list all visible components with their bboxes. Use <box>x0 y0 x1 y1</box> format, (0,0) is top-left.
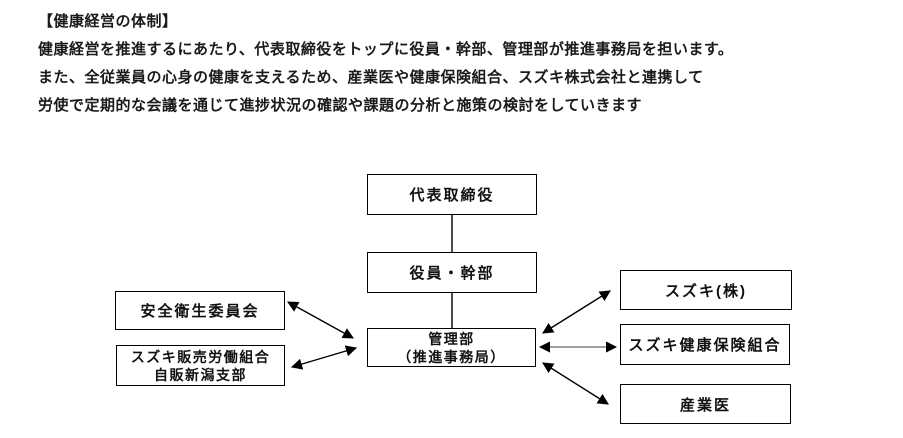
node-label-line: スズキ販売労働組合 <box>130 348 271 365</box>
node-label: スズキ(株) <box>665 282 747 300</box>
node-label: 代表取締役 <box>409 187 495 204</box>
node-label: 役員・幹部 <box>409 265 495 282</box>
header-text-line: 健康経営を推進するにあたり、代表取締役をトップに役員・幹部、管理部が推進事務局を… <box>38 41 734 58</box>
node-label: 安全衛生委員会 <box>140 303 260 320</box>
header-text-line: 労使で定期的な会議を通じて進捗状況の確認や課題の分析と施策の検討をしていきます <box>38 97 643 114</box>
header-block: 【健康経営の体制】 健康経営を推進するにあたり、代表取締役をトップに役員・幹部、… <box>38 8 733 120</box>
node-suzuki-corp: スズキ(株) <box>620 270 792 310</box>
arrow-kanri-suzuki <box>542 290 611 334</box>
arrow-kanri-sangyoi <box>542 362 609 405</box>
node-suzuki-health-insurance: スズキ健康保険組合 <box>620 324 790 365</box>
node-safety-health-committee: 安全衛生委員会 <box>115 291 285 330</box>
section-title: 【健康経営の体制】 <box>38 13 178 30</box>
node-label: 産業医 <box>679 396 731 414</box>
node-label-line: 自販新潟支部 <box>154 366 247 383</box>
arrow-kumiai-kanri <box>290 345 358 370</box>
node-officers-executives: 役員・幹部 <box>367 252 537 293</box>
node-label-line: 管理部 <box>428 330 475 347</box>
arrow-anzen-kanri <box>287 301 354 339</box>
header-text-line: また、全従業員の心身の健康を支えるため、産業医や健康保険組合、スズキ株式会社と連… <box>38 69 704 86</box>
node-label-line: （推進事務局） <box>397 348 506 365</box>
node-representative-director: 代表取締役 <box>367 174 537 215</box>
node-industrial-physician: 産業医 <box>620 384 791 424</box>
node-label: スズキ健康保険組合 <box>628 337 782 354</box>
node-admin-dept-secretariat: 管理部 （推進事務局） <box>367 328 536 367</box>
node-labor-union-niigata-branch: スズキ販売労働組合 自販新潟支部 <box>116 345 285 386</box>
